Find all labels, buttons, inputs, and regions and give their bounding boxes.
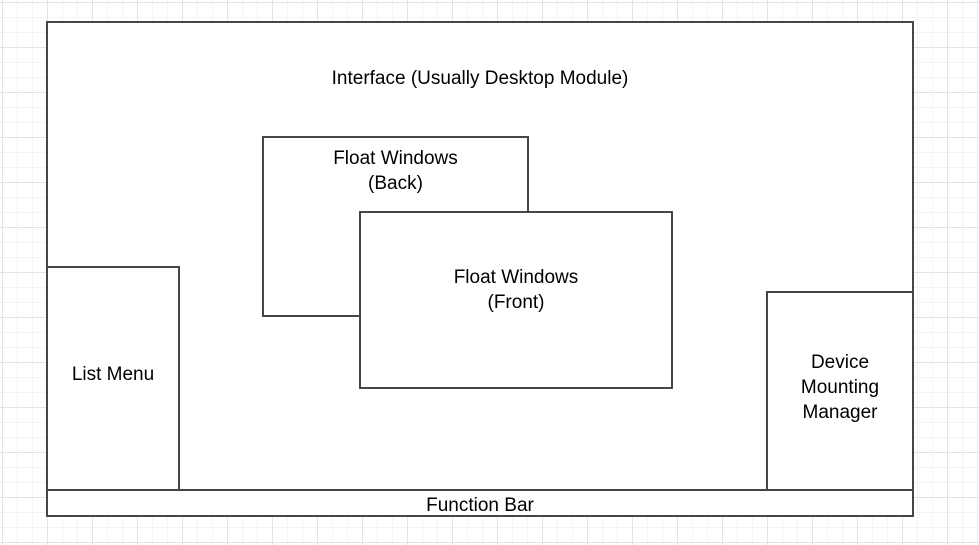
float-window-front-box[interactable]: Float Windows (Front) (359, 211, 673, 389)
list-menu-box[interactable]: List Menu (46, 266, 180, 491)
function-bar-box[interactable]: Function Bar (46, 489, 914, 517)
interface-label: Interface (Usually Desktop Module) (331, 68, 629, 89)
device-mounting-manager-box[interactable]: Device Mounting Manager (766, 291, 914, 491)
function-bar-label: Function Bar (426, 495, 534, 516)
list-menu-label: List Menu (71, 364, 155, 385)
float-window-back-label: Float Windows (Back) (333, 148, 458, 195)
device-mounting-manager-label: Device Mounting Manager (800, 352, 880, 424)
float-window-front-label: Float Windows (Front) (453, 267, 579, 314)
